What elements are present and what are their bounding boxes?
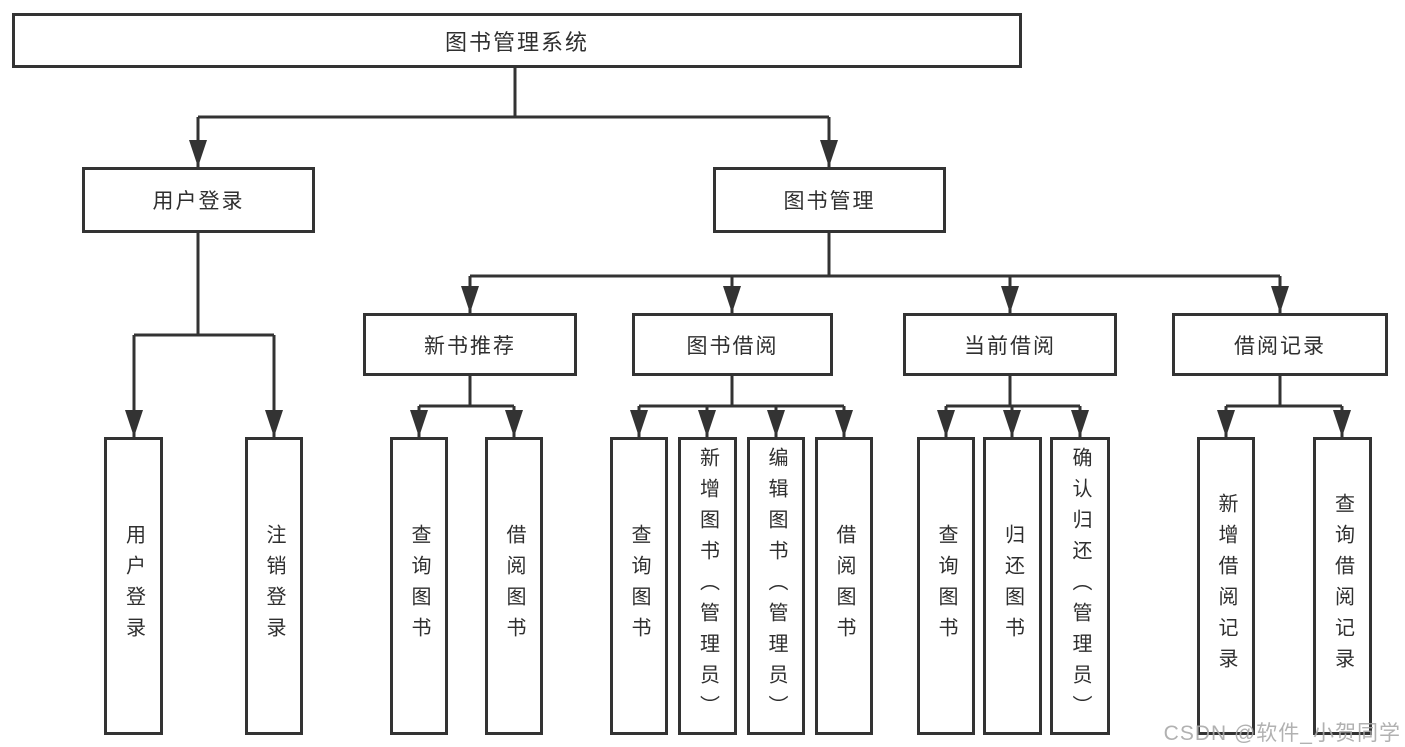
- arrowhead: [820, 140, 838, 167]
- connector-book-mgmt: [468, 233, 1282, 313]
- connector-new-book-rec: [417, 376, 516, 437]
- arrowhead: [1071, 410, 1089, 437]
- node-current-borrow: 当前借阅: [903, 313, 1117, 376]
- leaf-borrow-book-1: 借阅图书: [485, 437, 543, 735]
- node-borrow-record: 借阅记录: [1172, 313, 1388, 376]
- leaf-logout-login: 注销登录: [245, 437, 303, 735]
- arrowhead: [1271, 286, 1289, 313]
- connector-borrow-record: [1224, 376, 1344, 437]
- arrowhead: [1333, 410, 1351, 437]
- arrowhead: [1001, 286, 1019, 313]
- arrowhead: [189, 140, 207, 167]
- arrowhead: [937, 410, 955, 437]
- leaf-query-borrow-record: 查询借阅记录: [1313, 437, 1372, 735]
- arrowhead: [505, 410, 523, 437]
- leaf-confirm-return-admin: 确认归还（管理员）: [1050, 437, 1110, 735]
- connector-user-login: [132, 233, 276, 437]
- arrowhead: [125, 410, 143, 437]
- arrowhead: [723, 286, 741, 313]
- node-new-book-rec: 新书推荐: [363, 313, 577, 376]
- leaf-add-borrow-record: 新增借阅记录: [1197, 437, 1255, 735]
- arrowhead: [265, 410, 283, 437]
- node-book-borrow: 图书借阅: [632, 313, 833, 376]
- arrowhead: [835, 410, 853, 437]
- connector-current-borrow: [944, 376, 1082, 437]
- arrowhead: [1003, 410, 1021, 437]
- leaf-user-login: 用户登录: [104, 437, 163, 735]
- leaf-query-book-1: 查询图书: [390, 437, 448, 735]
- arrowhead: [698, 410, 716, 437]
- arrowhead: [630, 410, 648, 437]
- leaf-edit-book-admin: 编辑图书（管理员）: [747, 437, 805, 735]
- node-user-login: 用户登录: [82, 167, 315, 233]
- arrowhead: [1217, 410, 1235, 437]
- node-book-mgmt: 图书管理: [713, 167, 946, 233]
- leaf-add-book-admin: 新增图书（管理员）: [678, 437, 737, 735]
- leaf-return-book: 归还图书: [983, 437, 1042, 735]
- csdn-watermark: CSDN @软件_小贺同学: [1163, 722, 1401, 745]
- leaf-query-book-2: 查询图书: [610, 437, 668, 735]
- leaf-borrow-book-2: 借阅图书: [815, 437, 873, 735]
- connector-book-borrow: [637, 376, 846, 437]
- arrowhead: [767, 410, 785, 437]
- arrowhead: [461, 286, 479, 313]
- connector-root: [196, 68, 831, 167]
- arrowhead: [410, 410, 428, 437]
- leaf-query-book-3: 查询图书: [917, 437, 975, 735]
- node-root: 图书管理系统: [12, 13, 1022, 68]
